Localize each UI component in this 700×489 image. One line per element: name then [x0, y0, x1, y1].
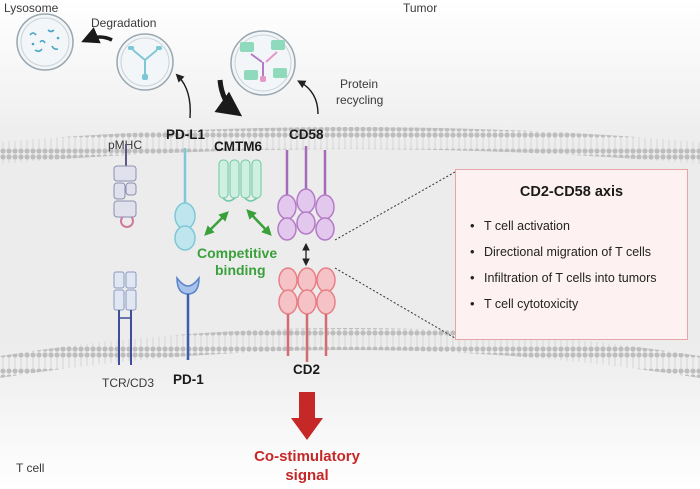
connector-top — [334, 171, 456, 241]
costim-label-1: Co-stimulatory — [254, 448, 361, 465]
axis-box-title: CD2-CD58 axis — [519, 184, 624, 200]
pdl1-label: PD-L1 — [166, 127, 205, 142]
tcr-cd3-protein — [113, 271, 137, 365]
tumor-membrane — [0, 127, 700, 164]
axis-item: T cell cytotoxicity — [470, 296, 657, 312]
axis-function-list: T cell activation Directional migration … — [470, 218, 657, 322]
pmhc-protein — [113, 144, 137, 228]
protein-recycling-arrow — [297, 80, 319, 115]
lysosome-label: Lysosome — [4, 1, 59, 15]
degradation-arrow — [81, 27, 113, 44]
endocytosis-arrow — [175, 73, 191, 119]
protein-label-1: Protein — [340, 77, 378, 91]
cmtm6-label: CMTM6 — [214, 139, 262, 154]
cd2-label: CD2 — [293, 362, 320, 377]
degradation-label: Degradation — [91, 16, 156, 30]
cmtm6-protein — [218, 159, 262, 202]
lysosome — [16, 13, 74, 71]
connector-bottom — [334, 267, 456, 339]
competitive-label-2: binding — [215, 262, 266, 278]
pd1-label: PD-1 — [173, 372, 204, 387]
t-cell-membrane — [0, 328, 700, 378]
endosome-pdl1 — [116, 33, 174, 91]
tumor-label: Tumor — [403, 1, 437, 15]
axis-item: T cell activation — [470, 218, 657, 234]
competitive-arrow-right — [246, 209, 272, 236]
cd58-label: CD58 — [289, 127, 324, 142]
competitive-label-1: Competitive — [197, 245, 277, 261]
axis-item: Directional migration of T cells — [470, 244, 657, 260]
protein-label-2: recycling — [336, 93, 383, 107]
cd2-proteins — [278, 267, 336, 362]
cd58-proteins — [277, 146, 335, 241]
cd2-cd58-axis-box: CD2-CD58 axis T cell activation Directio… — [455, 169, 688, 340]
axis-item: Infiltration of T cells into tumors — [470, 270, 657, 286]
recycling-endosome — [230, 30, 296, 96]
cmtm6-recycling-arrow — [214, 79, 243, 117]
costimulatory-arrow — [291, 392, 323, 440]
competitive-arrow-left — [204, 211, 229, 236]
t-cell-label: T cell — [16, 461, 44, 475]
tcr-cd3-label: TCR/CD3 — [102, 376, 154, 390]
pdl1-protein — [174, 148, 196, 251]
pd1-protein — [176, 275, 200, 360]
costim-label-2: signal — [285, 467, 328, 484]
